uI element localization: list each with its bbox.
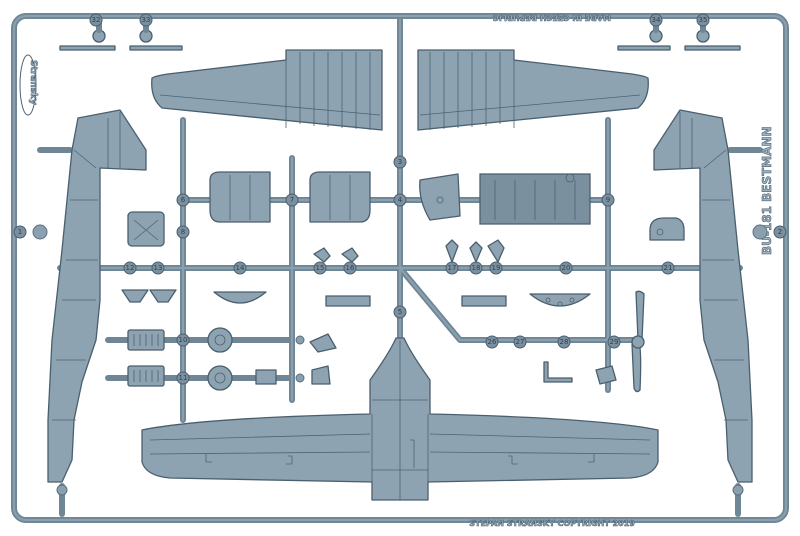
- headrest: [649, 217, 685, 241]
- svg-text:4: 4: [398, 196, 403, 204]
- cowling-left: [209, 171, 271, 223]
- svg-text:13: 13: [154, 264, 163, 272]
- part-number-2: 2: [778, 228, 782, 236]
- svg-text:17: 17: [448, 264, 457, 272]
- copyright-text: STEPAN STRANSKY COPYRIGHT 2019: [469, 519, 635, 528]
- svg-text:5: 5: [398, 308, 402, 316]
- right-fuselage-half: 2: [653, 109, 787, 483]
- top-left-small-parts: 32 33: [59, 13, 183, 51]
- propeller: [631, 290, 645, 393]
- made-in-text: MADE IN CZECH REPUBLIC: [493, 13, 611, 22]
- center-side-numbers: 6 7 8 9 10 11: [176, 193, 615, 385]
- lower-wing: [141, 337, 659, 501]
- svg-text:12: 12: [126, 264, 135, 272]
- svg-text:3: 3: [398, 158, 402, 166]
- svg-text:7: 7: [290, 196, 294, 204]
- svg-text:14: 14: [236, 264, 245, 272]
- wheel-1: [207, 327, 233, 353]
- svg-text:18: 18: [472, 264, 481, 272]
- svg-text:8: 8: [181, 228, 185, 236]
- sprue-frame: [11, 13, 789, 523]
- cockpit-floor: [479, 173, 591, 225]
- kit-name-text: BU-181 BESTMANN: [760, 126, 774, 255]
- svg-text:Stransky: Stransky: [28, 60, 38, 105]
- mid-row-parts: [121, 289, 591, 307]
- svg-text:19: 19: [492, 264, 501, 272]
- right-upper-wing: [417, 49, 649, 131]
- svg-text:10: 10: [179, 336, 188, 344]
- svg-text:26: 26: [488, 338, 497, 346]
- svg-text:27: 27: [516, 338, 525, 346]
- part-number-32: 32: [92, 16, 101, 24]
- wheel-2: [207, 365, 233, 391]
- left-upper-wing: [151, 49, 383, 131]
- windscreen: [419, 173, 461, 221]
- svg-text:29: 29: [610, 338, 619, 346]
- radiator-grille-1: [127, 329, 165, 351]
- top-right-small-parts: 34 35: [617, 13, 741, 51]
- svg-text:16: 16: [346, 264, 355, 272]
- svg-text:6: 6: [181, 196, 186, 204]
- svg-text:15: 15: [316, 264, 325, 272]
- svg-text:28: 28: [560, 338, 569, 346]
- svg-text:21: 21: [664, 264, 673, 272]
- brand-logo: Stransky: [19, 54, 38, 116]
- part-number-1: 1: [18, 228, 22, 236]
- part-number-35: 35: [699, 16, 708, 24]
- tail-wheel-right: [732, 483, 744, 517]
- part-number-33: 33: [142, 16, 151, 24]
- landing-gear-parts: [255, 333, 337, 385]
- small-upright-parts: [313, 239, 505, 263]
- svg-text:9: 9: [606, 196, 610, 204]
- svg-text:11: 11: [179, 374, 188, 382]
- tail-wheel-left: [56, 483, 68, 517]
- left-fuselage-half: 1: [13, 109, 147, 483]
- part-number-34: 34: [652, 16, 661, 24]
- cowling-right: [309, 171, 371, 223]
- right-lower-small-parts: 26 27 28 29: [485, 335, 621, 385]
- instrument-box: [127, 211, 165, 247]
- svg-text:20: 20: [562, 264, 571, 272]
- radiator-grille-2: [127, 365, 165, 387]
